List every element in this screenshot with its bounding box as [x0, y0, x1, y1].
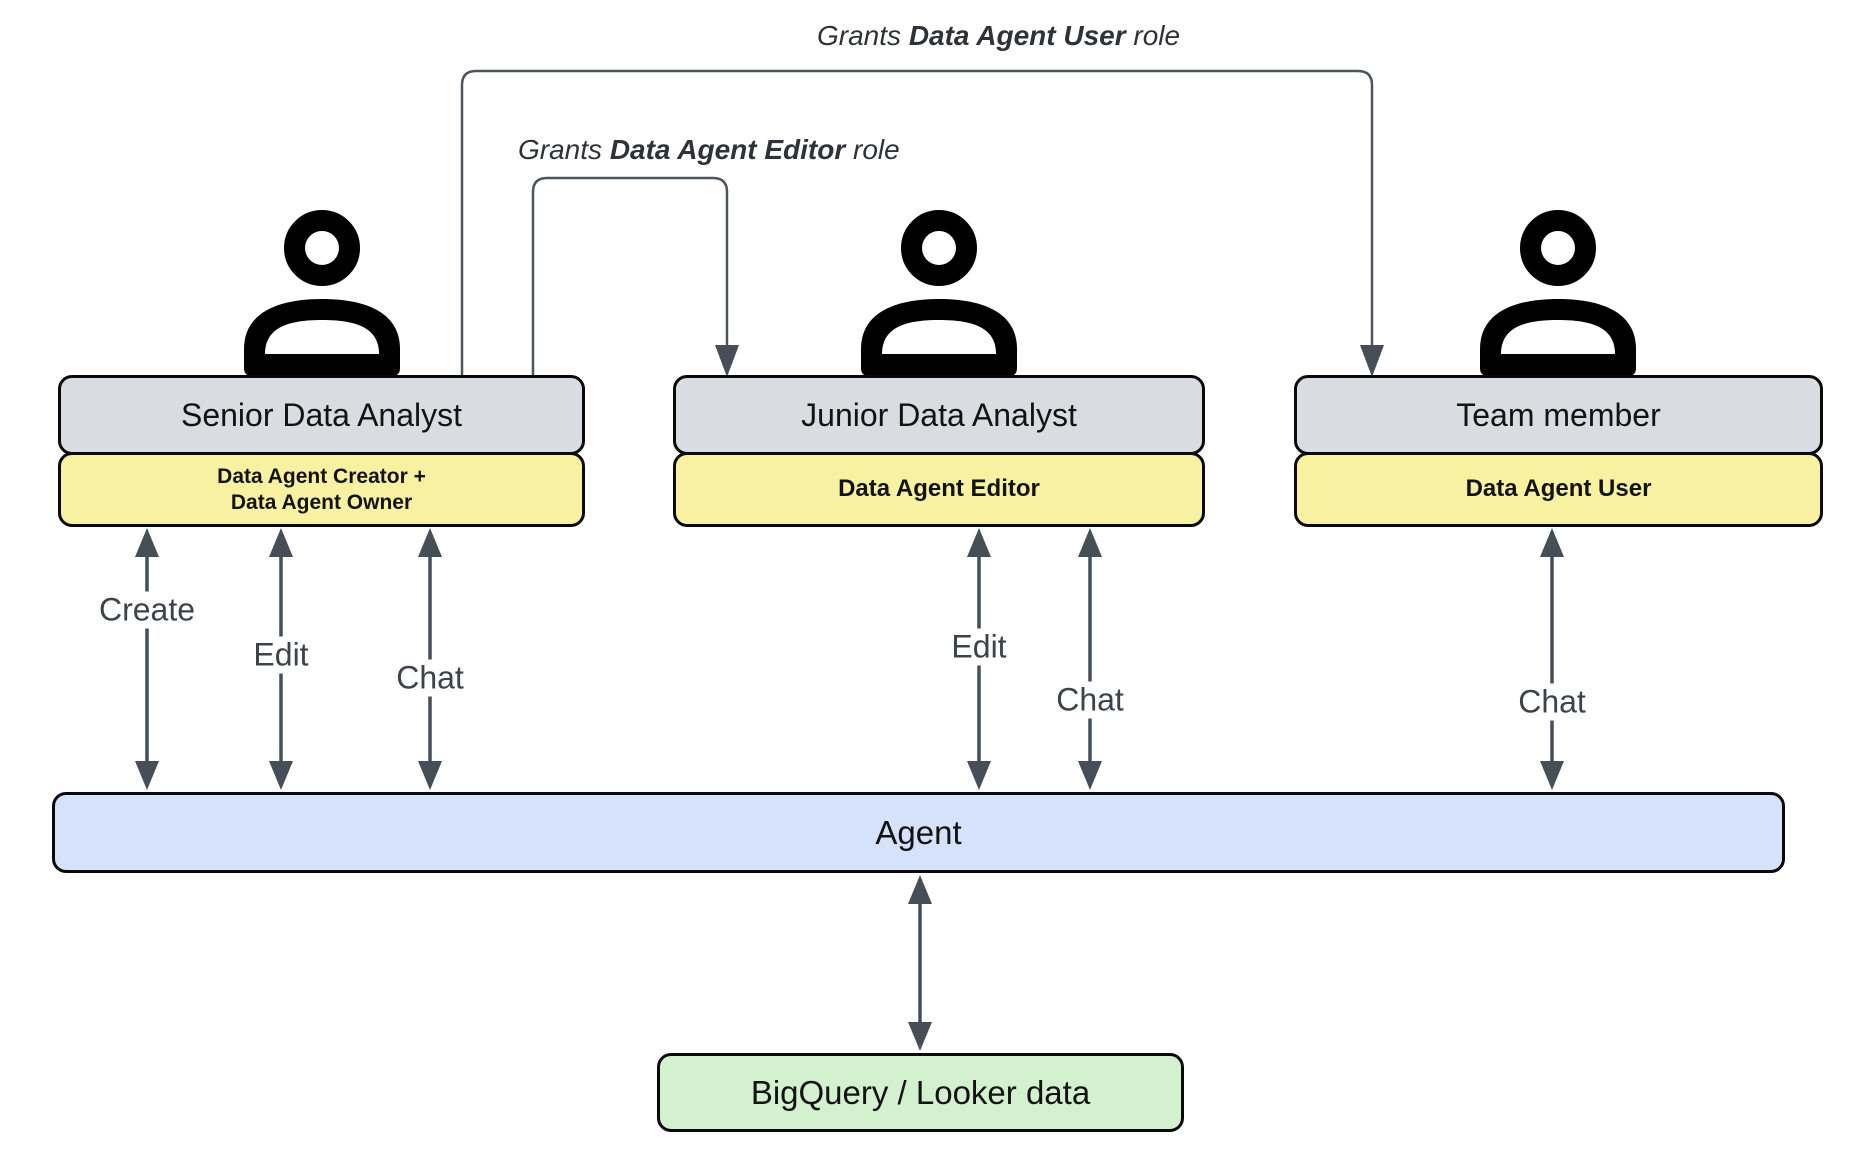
chat-label-junior: Chat: [1048, 681, 1132, 719]
agent-datastore-arrow: [908, 875, 932, 1051]
edit-label-senior: Edit: [245, 636, 317, 674]
create-arrow: [135, 528, 159, 790]
grant-editor-connector: [531, 176, 739, 377]
role-box-senior: Data Agent Creator + Data Agent Owner: [58, 452, 585, 527]
grant-editor-suffix: role: [853, 134, 900, 165]
chat-label-senior: Chat: [388, 659, 472, 697]
datastore-box: BigQuery / Looker data: [657, 1053, 1184, 1132]
role-label-team: Data Agent User: [1465, 475, 1652, 503]
actor-box-junior: Junior Data Analyst: [673, 375, 1205, 455]
actor-title-team: Team member: [1456, 396, 1661, 433]
role-label-senior: Data Agent Creator + Data Agent Owner: [217, 465, 426, 514]
chat-label-team: Chat: [1510, 683, 1594, 721]
person-icon-team: [1480, 210, 1636, 376]
grant-editor-prefix: Grants: [518, 134, 603, 165]
grant-editor-label: Grants Data Agent Editor role: [518, 134, 900, 166]
role-label-junior: Data Agent Editor: [838, 475, 1040, 503]
person-icon-junior: [861, 210, 1017, 376]
role-box-junior: Data Agent Editor: [673, 452, 1205, 527]
create-label: Create: [90, 591, 204, 629]
grant-user-prefix: Grants: [817, 20, 902, 51]
edit-label-junior: Edit: [943, 628, 1015, 666]
chat-arrow-team: [1540, 528, 1564, 790]
actor-title-senior: Senior Data Analyst: [180, 396, 463, 433]
agent-bar: Agent: [52, 792, 1785, 873]
actor-box-senior: Senior Data Analyst: [58, 375, 585, 455]
person-icon-senior: [244, 210, 400, 376]
role-box-team: Data Agent User: [1294, 452, 1823, 527]
grant-user-suffix: role: [1133, 20, 1181, 51]
chat-arrow-junior: [1078, 528, 1102, 790]
actor-box-team: Team member: [1294, 375, 1823, 455]
grant-editor-role: Data Agent Editor: [609, 134, 846, 165]
grant-user-label: Grants Data Agent User role: [817, 20, 1180, 52]
agent-label: Agent: [875, 813, 962, 851]
datastore-label: BigQuery / Looker data: [750, 1073, 1091, 1111]
actor-title-junior: Junior Data Analyst: [801, 396, 1077, 433]
grant-user-role: Data Agent User: [908, 20, 1126, 51]
